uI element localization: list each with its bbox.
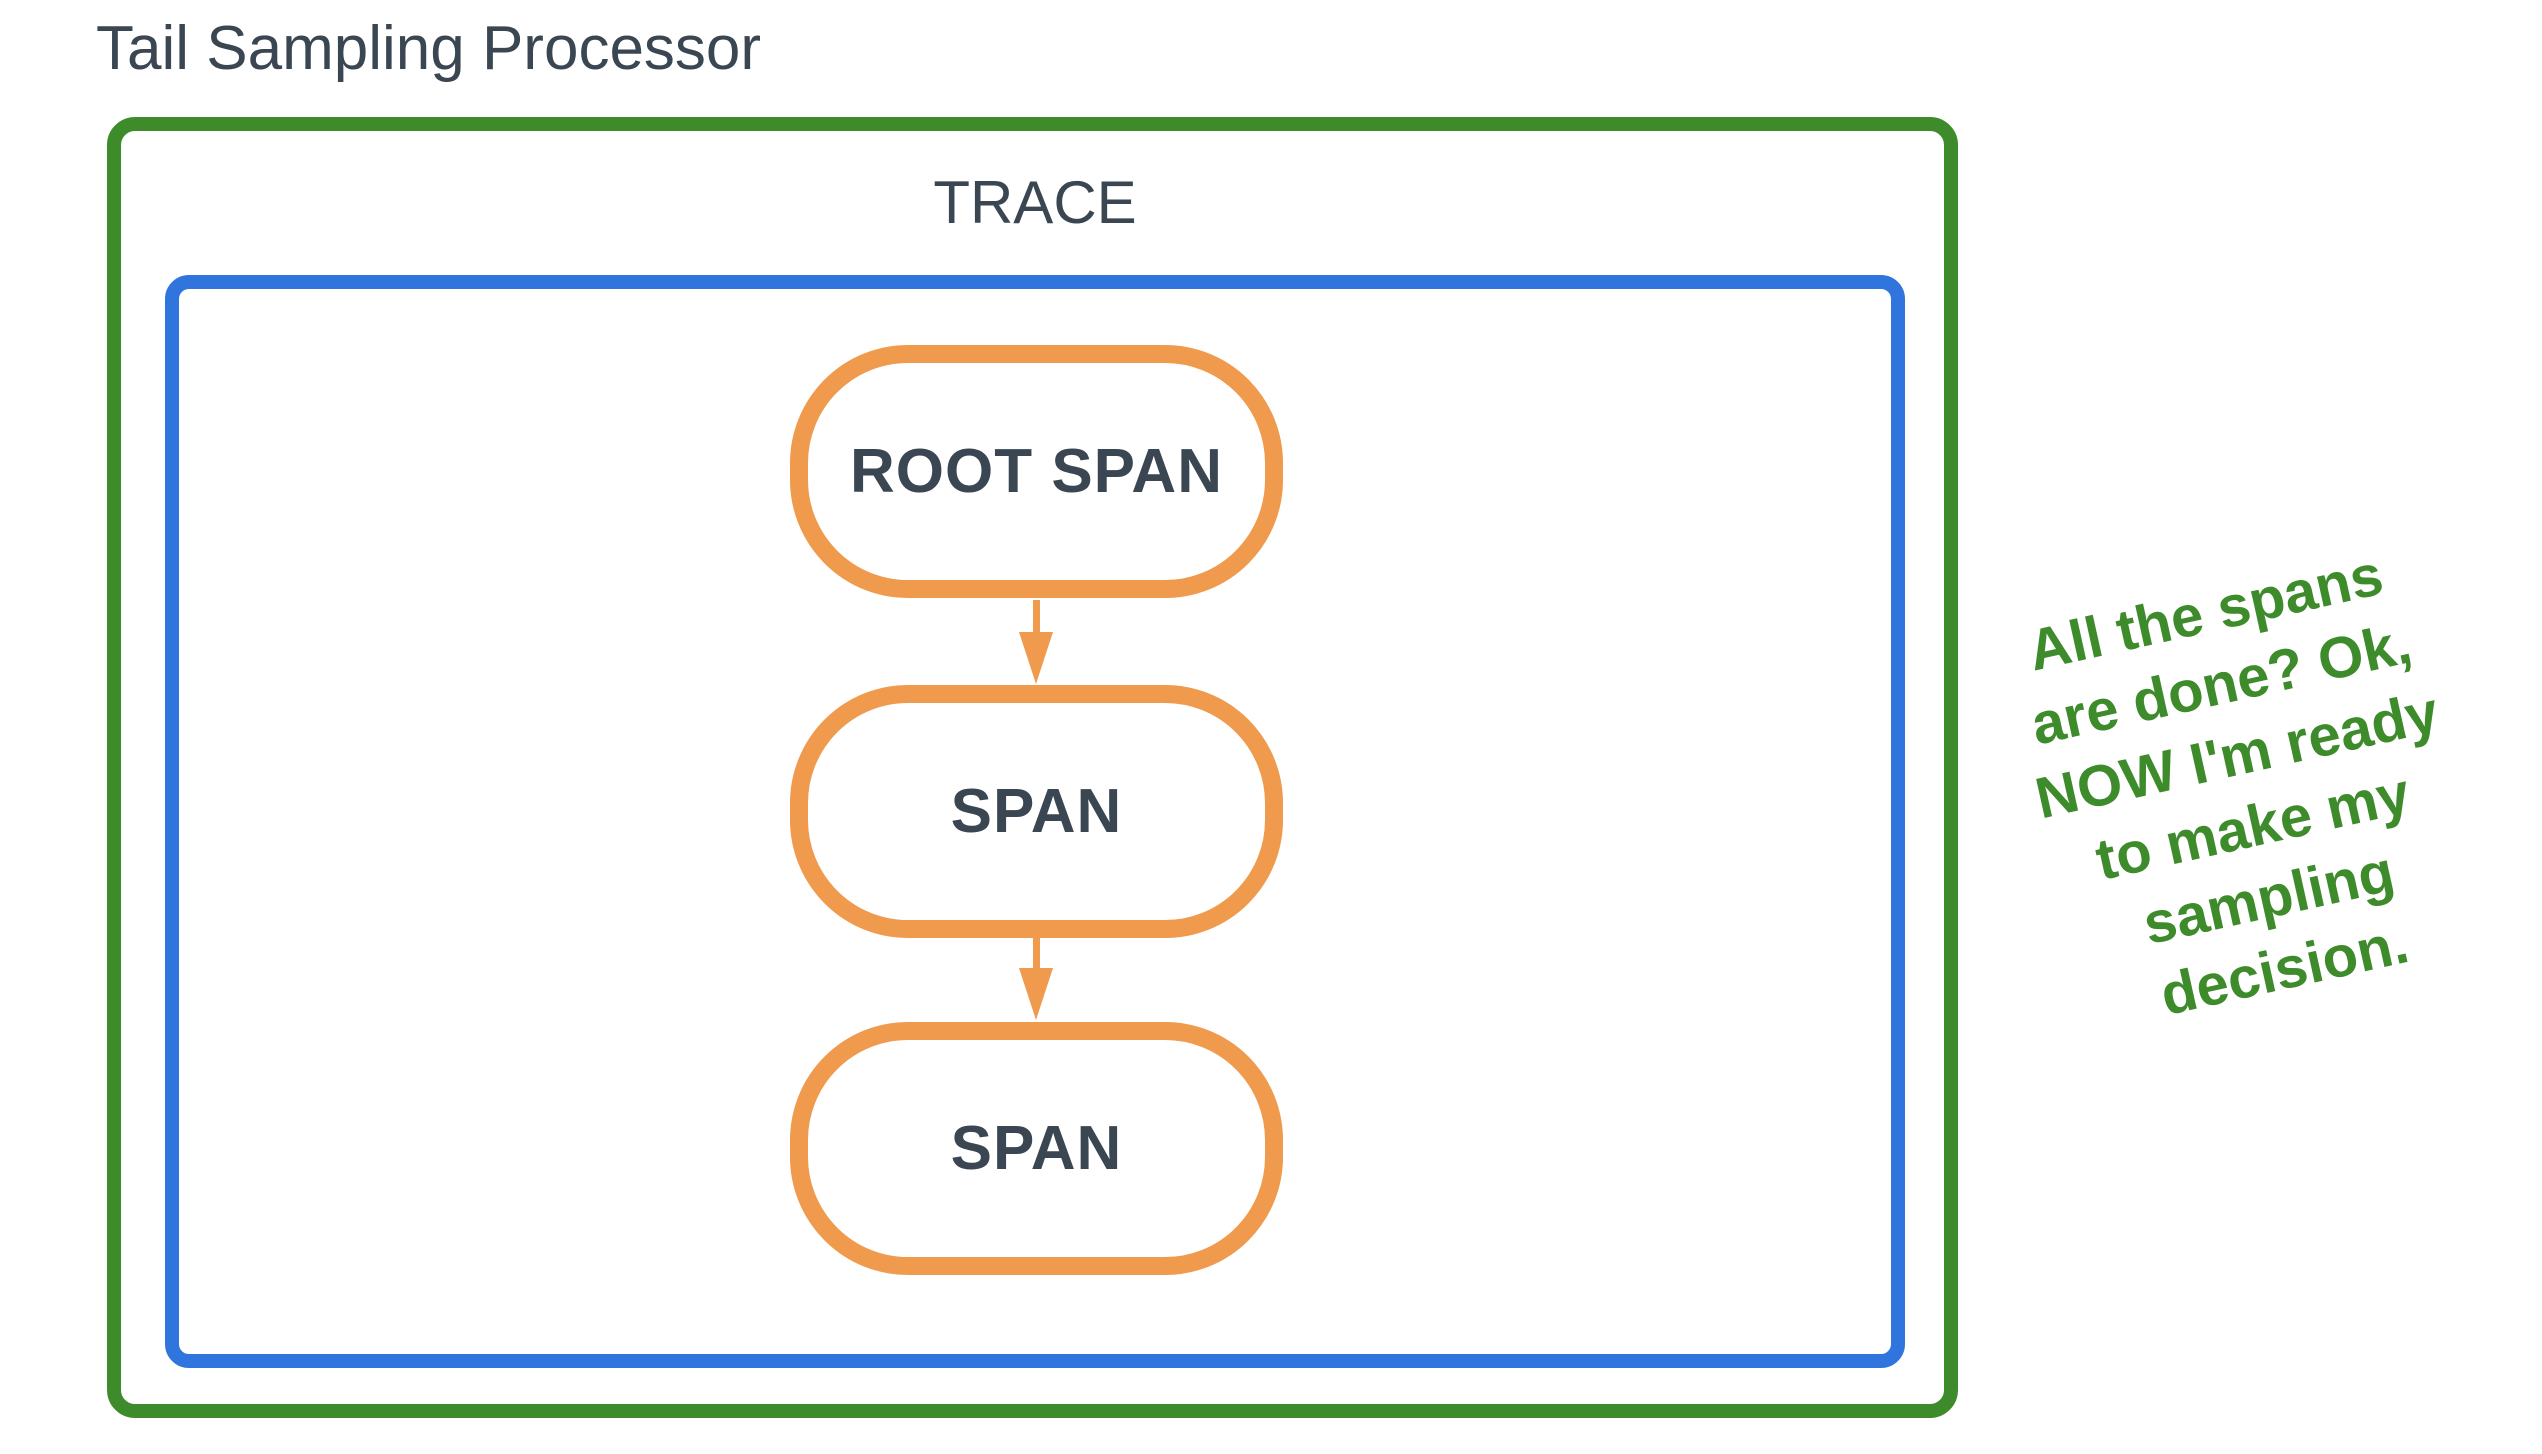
trace-label: TRACE — [933, 169, 1137, 236]
arrow-down-icon — [1033, 938, 1040, 976]
span-label-middle: SPAN — [950, 777, 1123, 846]
span-node-middle: SPAN — [790, 685, 1283, 938]
root-span-node: ROOT SPAN — [790, 345, 1283, 598]
span-node-bottom: SPAN — [790, 1022, 1283, 1275]
tail-sampling-processor-box — [107, 117, 1958, 1418]
trace-box — [165, 275, 1905, 1368]
arrow-down-icon — [1019, 632, 1053, 684]
root-span-label: ROOT SPAN — [850, 437, 1223, 506]
arrow-down-icon — [1019, 968, 1053, 1020]
sampling-decision-annotation: All the spans are done? Ok, NOW I'm read… — [1944, 521, 2542, 1062]
diagram-title: Tail Sampling Processor — [96, 14, 762, 83]
arrow-down-icon — [1033, 600, 1040, 640]
span-label-bottom: SPAN — [950, 1114, 1123, 1183]
